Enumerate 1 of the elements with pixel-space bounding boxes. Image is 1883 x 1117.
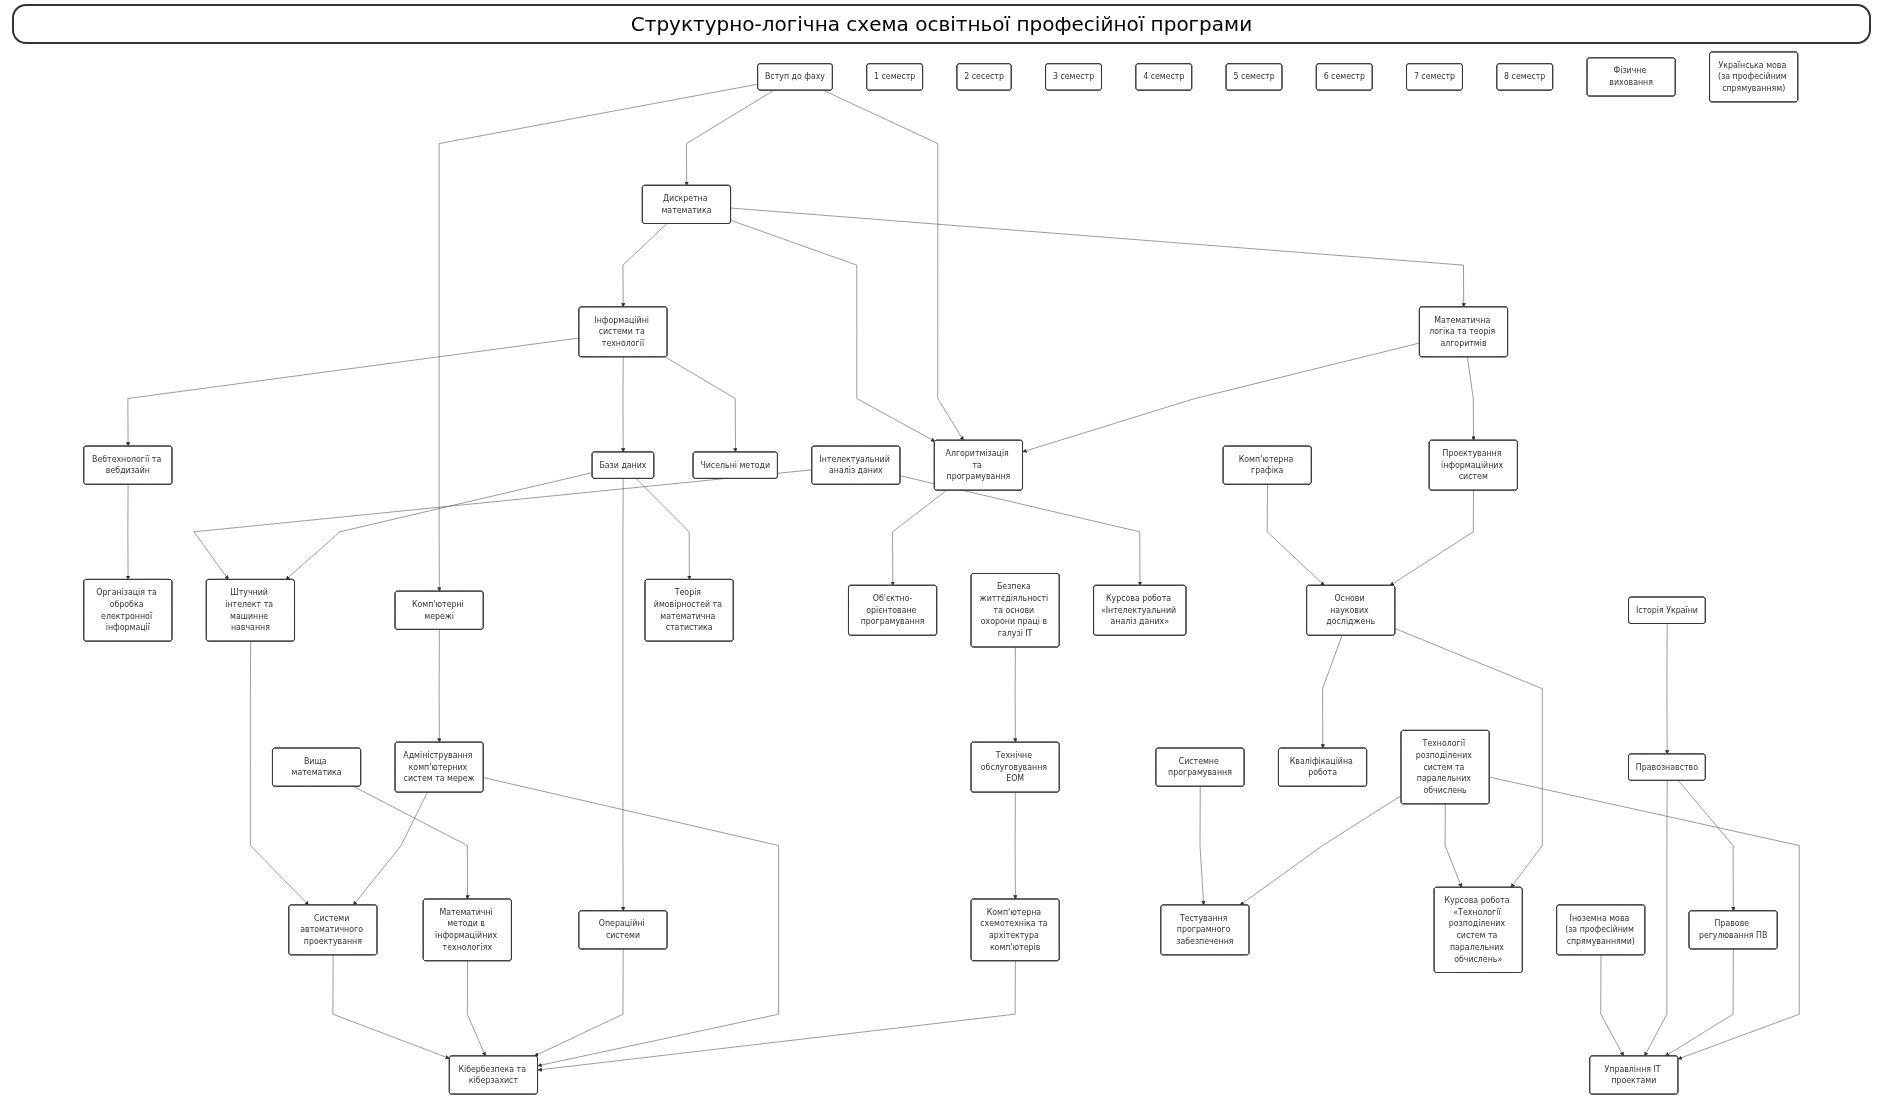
title-banner: Структурно-логічна схема освітньої професійної програми xyxy=(12,4,1871,44)
